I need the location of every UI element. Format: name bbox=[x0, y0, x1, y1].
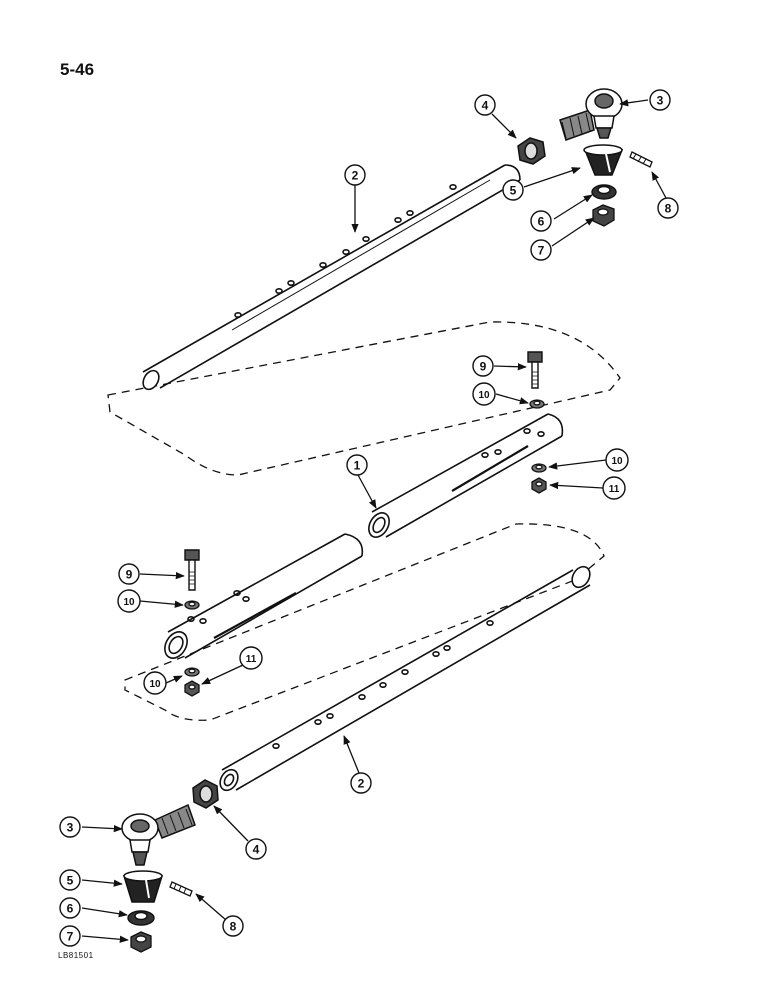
callout-9-left: 9 bbox=[118, 563, 140, 585]
callout-8-bottom: 8 bbox=[222, 915, 244, 937]
callout-11-left: 11 bbox=[239, 646, 263, 670]
upper-dashed-outline bbox=[107, 321, 621, 476]
callout-4-bottom-label: 4 bbox=[253, 843, 260, 857]
washer-left-top bbox=[184, 600, 200, 610]
lower-tie-rod-tube bbox=[219, 565, 591, 792]
callout-2-bottom: 2 bbox=[350, 772, 372, 794]
callout-11-right: 11 bbox=[602, 476, 626, 500]
castle-nut-lower bbox=[130, 931, 152, 953]
castle-nut-upper bbox=[592, 204, 615, 227]
callout-10-right-side-label: 10 bbox=[611, 456, 623, 467]
callout-5-bottom-label: 5 bbox=[67, 874, 74, 888]
callout-7-bottom: 7 bbox=[59, 925, 81, 947]
callout-3-bottom-label: 3 bbox=[67, 821, 74, 835]
washer-right-top bbox=[529, 399, 545, 409]
callout-10-right-side: 10 bbox=[605, 448, 629, 472]
cotter-pin-lower bbox=[169, 881, 193, 897]
callout-5-top: 5 bbox=[502, 179, 524, 201]
tube-hole bbox=[319, 261, 327, 268]
nut-right-side bbox=[531, 477, 547, 494]
callout-11-left-label: 11 bbox=[246, 654, 257, 665]
tube-hole bbox=[342, 249, 350, 256]
callout-7-bottom-label: 7 bbox=[67, 930, 74, 944]
callout-6-bottom-label: 6 bbox=[67, 902, 74, 916]
figure-code: LB81501 bbox=[58, 951, 94, 960]
lower-dashed-outline bbox=[124, 523, 605, 721]
jam-nut-lower bbox=[192, 779, 219, 809]
center-sleeve-left bbox=[164, 533, 364, 659]
cotter-pin-upper bbox=[629, 151, 653, 168]
bolt-right bbox=[527, 351, 543, 389]
callout-4-top: 4 bbox=[474, 94, 496, 116]
callout-3-top: 3 bbox=[649, 89, 671, 111]
dust-boot-upper bbox=[583, 144, 624, 176]
callout-10-right-top: 10 bbox=[472, 382, 496, 406]
center-sleeve-right bbox=[368, 413, 564, 538]
washer-upper bbox=[591, 184, 617, 200]
callout-9-left-label: 9 bbox=[126, 568, 133, 582]
tube-hole bbox=[234, 311, 242, 318]
callout-8-top-label: 8 bbox=[665, 202, 672, 216]
callout-6-top: 6 bbox=[530, 210, 552, 232]
callout-1: 1 bbox=[346, 454, 368, 476]
callout-2-top-label: 2 bbox=[352, 169, 359, 183]
tube-hole bbox=[362, 236, 370, 243]
callout-2-top: 2 bbox=[344, 164, 366, 186]
tube-hole bbox=[449, 184, 457, 191]
jam-nut-upper bbox=[517, 137, 546, 165]
callout-3-bottom: 3 bbox=[59, 816, 81, 838]
washer-right-side bbox=[531, 463, 547, 473]
upper-tie-rod-tube bbox=[142, 164, 521, 391]
callout-7-top-label: 7 bbox=[538, 244, 545, 258]
washer-left-bottom bbox=[184, 667, 200, 677]
bolt-left bbox=[184, 549, 200, 591]
callout-2-bottom-label: 2 bbox=[358, 777, 365, 791]
callout-10-left-bottom: 10 bbox=[143, 671, 167, 695]
callout-9-right: 9 bbox=[472, 355, 494, 377]
leader-lines bbox=[81, 99, 667, 943]
tube-hole bbox=[394, 217, 402, 224]
callout-11-right-label: 11 bbox=[609, 484, 620, 495]
callout-5-top-label: 5 bbox=[510, 184, 517, 198]
callout-9-right-label: 9 bbox=[480, 360, 487, 374]
page-number: 5-46 bbox=[60, 60, 95, 79]
callout-8-top: 8 bbox=[657, 197, 679, 219]
tie-rod-end-lower bbox=[121, 803, 196, 866]
callout-4-top-label: 4 bbox=[482, 99, 489, 113]
callout-5-bottom: 5 bbox=[59, 869, 81, 891]
callout-10-left-top: 10 bbox=[117, 589, 141, 613]
callout-4-bottom: 4 bbox=[245, 838, 267, 860]
tube-hole bbox=[275, 287, 283, 294]
washer-lower bbox=[127, 910, 155, 926]
callout-1-label: 1 bbox=[354, 459, 361, 473]
dust-boot-lower bbox=[122, 870, 164, 903]
callout-8-bottom-label: 8 bbox=[230, 920, 237, 934]
callout-6-bottom: 6 bbox=[59, 897, 81, 919]
nut-left-bottom bbox=[184, 680, 200, 697]
tube-hole bbox=[287, 279, 295, 286]
callout-10-left-bottom-label: 10 bbox=[149, 679, 161, 690]
callout-7-top: 7 bbox=[530, 239, 552, 261]
tie-rod-end-upper bbox=[559, 88, 623, 141]
callout-10-left-top-label: 10 bbox=[123, 597, 135, 608]
callout-6-top-label: 6 bbox=[538, 215, 545, 229]
callout-3-top-label: 3 bbox=[657, 94, 664, 108]
callout-10-right-top-label: 10 bbox=[478, 390, 490, 401]
tube-hole bbox=[406, 210, 414, 217]
